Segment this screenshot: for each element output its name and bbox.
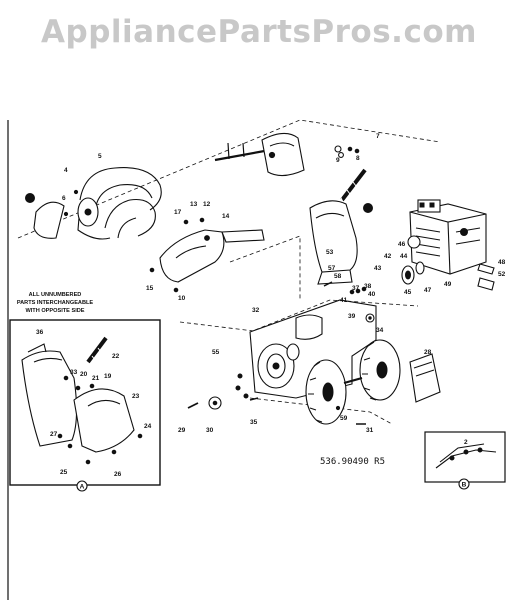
callout: 6 — [62, 195, 66, 202]
right-wheel — [359, 339, 401, 401]
callout: 23 — [132, 393, 140, 400]
inset-b-label: B — [462, 482, 467, 489]
inset-a-label: A — [80, 484, 85, 491]
callout: 40 — [368, 291, 376, 298]
alignment-line — [229, 235, 301, 300]
gear-cover — [159, 229, 265, 283]
callout: 59 — [340, 415, 348, 422]
callout: 13 — [190, 201, 198, 208]
spiral-auger — [77, 167, 162, 240]
callout: 53 — [326, 249, 334, 256]
callout: 36 — [36, 329, 44, 336]
callout: 49 — [444, 281, 452, 288]
callout: 52 — [498, 271, 506, 278]
callout: 33 — [70, 369, 78, 376]
alignment-line — [17, 119, 441, 239]
engine — [407, 199, 487, 275]
callout: 7 — [376, 133, 380, 140]
auger-shaft — [214, 142, 271, 162]
callout: 2 — [464, 439, 468, 446]
callout: 30 — [206, 427, 214, 434]
auger-housing — [249, 299, 377, 399]
callout: 44 — [400, 253, 408, 260]
bearing-stack — [334, 145, 360, 158]
callout: 34 — [376, 327, 384, 334]
callout: 43 — [374, 265, 382, 272]
inset-crank-rod — [86, 336, 108, 364]
alignment-line — [249, 397, 393, 425]
callout: 39 — [348, 313, 356, 320]
auger-end-bearing — [25, 193, 65, 239]
callout: 17 — [174, 209, 182, 216]
callout: 27 — [50, 431, 58, 438]
callout: 15 — [146, 285, 154, 292]
auger-cap — [261, 132, 305, 177]
axle — [343, 376, 363, 385]
alignment-line — [179, 321, 263, 333]
callout: 37 — [352, 285, 360, 292]
callout: 22 — [112, 353, 120, 360]
callout: 14 — [222, 213, 230, 220]
chute-crank-rod — [339, 168, 367, 203]
alignment-line — [254, 299, 419, 331]
callout: 42 — [384, 253, 392, 260]
diagram-caption: 536.90490 R5 — [320, 457, 385, 467]
callout: 10 — [178, 295, 186, 302]
inset-b-marker — [458, 478, 470, 490]
note-line-3: WITH OPPOSITE SIDE — [25, 308, 84, 314]
callout: 31 — [366, 427, 374, 434]
callout: 38 — [364, 283, 372, 290]
owner-manual — [409, 353, 441, 403]
engine-pulley — [401, 261, 425, 285]
inset-a-box — [9, 319, 161, 486]
callout: 28 — [424, 349, 432, 356]
callout: 58 — [334, 273, 342, 280]
note-line-1: ALL UNNUMBERED — [29, 292, 82, 298]
callout: 47 — [424, 287, 432, 294]
callout: 9 — [336, 157, 340, 164]
callout: 57 — [328, 265, 336, 272]
callout: 32 — [252, 307, 260, 314]
callout: 46 — [398, 241, 406, 248]
callout: 48 — [498, 259, 506, 266]
callout: 25 — [60, 469, 68, 476]
watermark: AppliancePartsPros.com — [41, 14, 477, 50]
callout: 8 — [356, 155, 360, 162]
callout: 5 — [98, 153, 102, 160]
callout: 35 — [250, 419, 258, 426]
callout: 55 — [212, 349, 220, 356]
callout: 29 — [178, 427, 186, 434]
note-line-2: PARTS INTERCHANGEABLE — [17, 300, 94, 306]
callout: 26 — [114, 471, 122, 478]
hardware-parts — [63, 189, 495, 425]
inset-a-marker — [76, 480, 88, 492]
callout: 45 — [404, 289, 412, 296]
discharge-chute — [309, 200, 358, 285]
callout: 24 — [144, 423, 152, 430]
callout: 4 — [64, 167, 68, 174]
callout: 41 — [340, 297, 348, 304]
callout: 19 — [104, 373, 112, 380]
callout: 21 — [92, 375, 100, 382]
callout: 20 — [80, 371, 88, 378]
chute-knob — [363, 203, 373, 213]
callout: 12 — [203, 201, 211, 208]
